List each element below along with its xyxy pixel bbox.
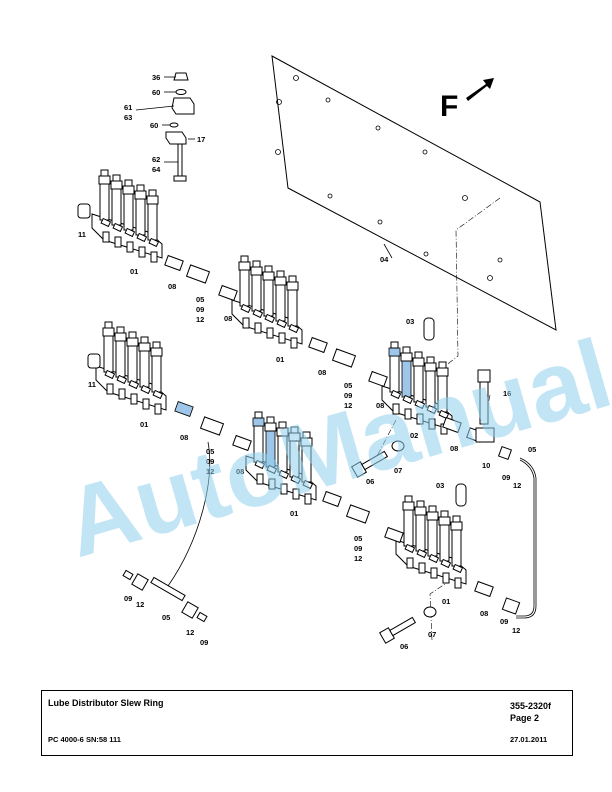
drawing-title: Lube Distributor Slew Ring (48, 698, 164, 708)
plug-fitting (87, 353, 101, 369)
callout-61: 61 (124, 103, 132, 112)
exploded-parts-drawing: F (53, 55, 612, 651)
connecting-fittings (122, 254, 537, 644)
callout-labels: 36 60 61 63 60 17 62 64 11 01 08 05 09 1… (78, 73, 536, 651)
model-serial: PC 4000-6 SN:58 111 (48, 735, 121, 744)
callout-16: 16 (503, 389, 511, 398)
callout-08: 08 (318, 368, 326, 377)
distributor-block (245, 411, 317, 505)
callout-06: 06 (366, 477, 374, 486)
callout-01: 01 (442, 597, 450, 606)
callout-06: 06 (400, 642, 408, 651)
distributor-block (231, 255, 303, 349)
distributor-block (91, 169, 163, 263)
callout-12: 12 (512, 626, 520, 635)
callout-05: 05 (528, 445, 536, 454)
callout-09: 09 (196, 305, 204, 314)
callout-60: 60 (150, 121, 158, 130)
callout-08: 08 (450, 444, 458, 453)
callout-01: 01 (140, 420, 148, 429)
callout-09: 09 (344, 391, 352, 400)
distributor-block (381, 341, 453, 435)
callout-62: 62 (152, 155, 160, 164)
callout-02: 02 (410, 431, 418, 440)
plug-fitting (77, 203, 91, 219)
callout-04: 04 (380, 255, 389, 264)
callout-08: 08 (168, 282, 176, 291)
callout-11: 11 (78, 230, 86, 239)
callout-08: 08 (180, 433, 188, 442)
callout-05: 05 (344, 381, 352, 390)
callout-12: 12 (136, 600, 144, 609)
callout-09: 09 (206, 457, 214, 466)
mounting-panel (271, 55, 557, 331)
title-block: Lube Distributor Slew Ring 355-2320f Pag… (41, 690, 573, 756)
direction-indicator: F (440, 78, 494, 123)
callout-05: 05 (354, 534, 362, 543)
mounting-hardware-stack (165, 72, 195, 182)
distributor-block (395, 495, 467, 589)
callout-01: 01 (276, 355, 284, 364)
callout-12: 12 (196, 315, 204, 324)
callout-03: 03 (436, 481, 444, 490)
callout-12: 12 (186, 628, 194, 637)
direction-arrow-icon (466, 78, 494, 101)
callout-36: 36 (152, 73, 160, 82)
callout-05: 05 (162, 613, 170, 622)
callout-07: 07 (428, 630, 436, 639)
callout-09: 09 (502, 473, 510, 482)
callout-17: 17 (197, 135, 205, 144)
distributor-block (95, 321, 167, 415)
direction-letter: F (440, 90, 458, 123)
callout-01: 01 (130, 267, 138, 276)
callout-09: 09 (200, 638, 208, 647)
callout-63: 63 (124, 113, 132, 122)
callout-09: 09 (354, 544, 362, 553)
issue-date: 27.01.2011 (510, 735, 548, 744)
callout-12: 12 (206, 467, 214, 476)
callout-05: 05 (196, 295, 204, 304)
distributor-blocks (77, 169, 467, 589)
callout-08: 08 (236, 467, 244, 476)
leader-lines (135, 76, 393, 259)
callout-64: 64 (152, 165, 161, 174)
callout-10: 10 (482, 461, 490, 470)
callout-12: 12 (354, 554, 362, 563)
callout-09: 09 (124, 594, 132, 603)
callout-08: 08 (376, 401, 384, 410)
callout-05: 05 (206, 447, 214, 456)
callout-09: 09 (500, 617, 508, 626)
callout-12: 12 (344, 401, 352, 410)
callout-01: 01 (290, 509, 298, 518)
page-number: Page 2 (510, 713, 540, 723)
callout-08: 08 (480, 609, 488, 618)
callout-03: 03 (406, 317, 414, 326)
callout-11: 11 (88, 380, 96, 389)
callout-08: 08 (224, 314, 232, 323)
callout-60: 60 (152, 88, 160, 97)
callout-12: 12 (513, 481, 521, 490)
document-number: 355-2320f (510, 701, 552, 711)
callout-07: 07 (394, 466, 402, 475)
